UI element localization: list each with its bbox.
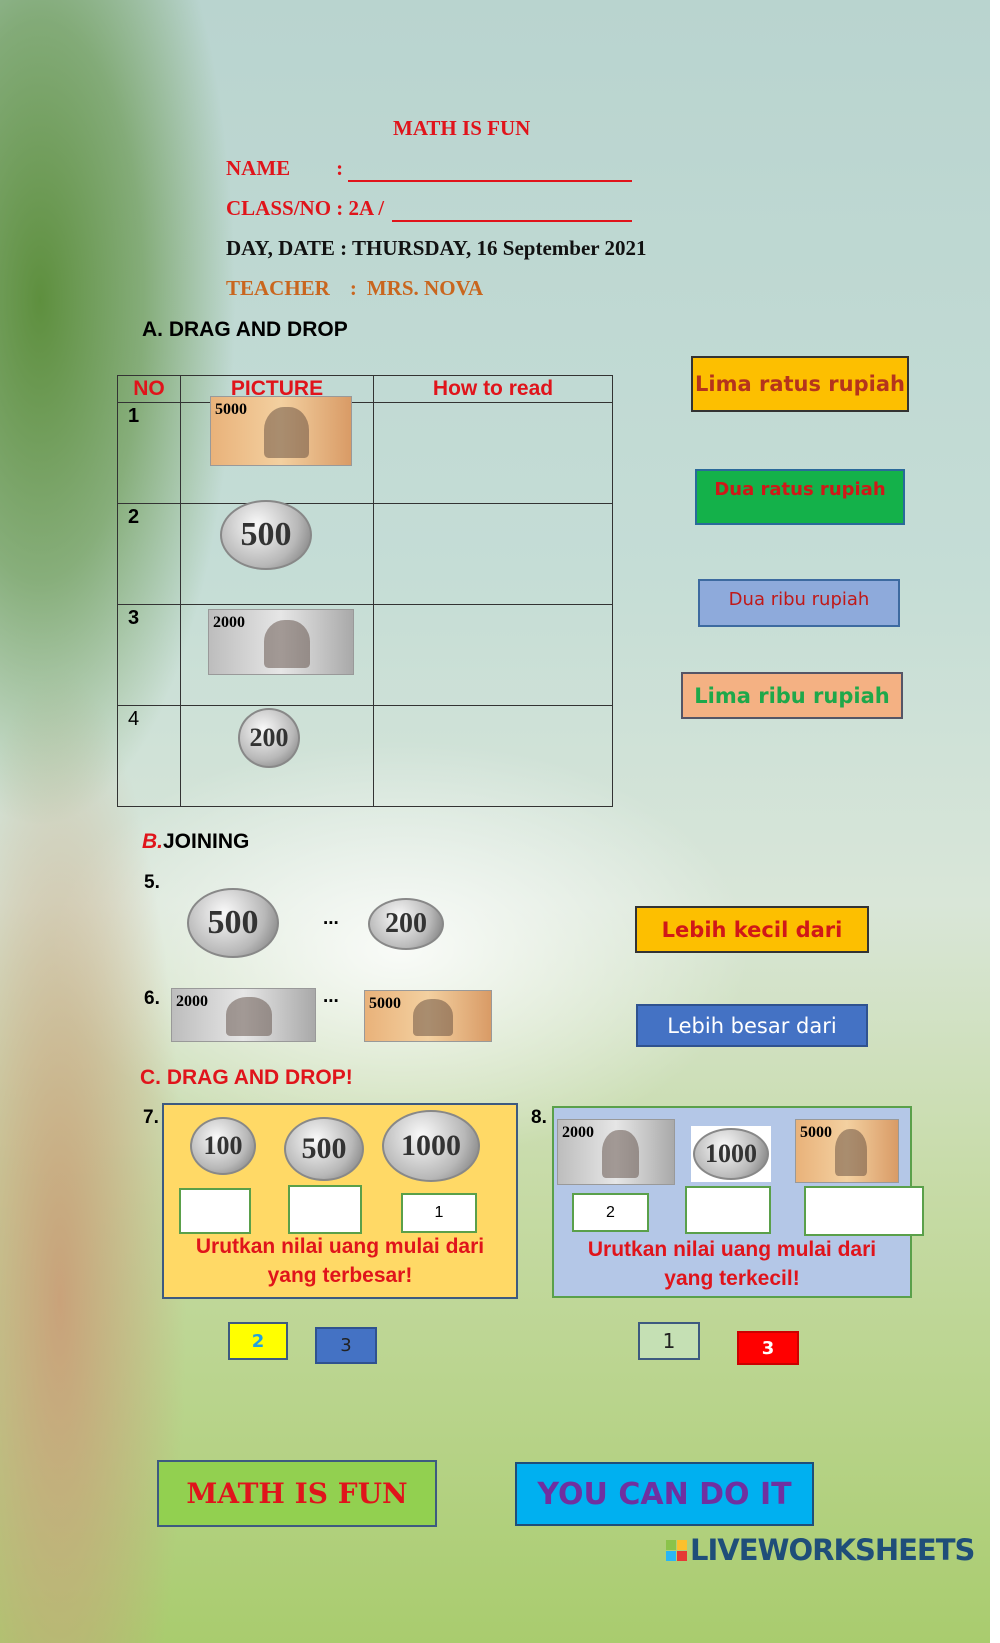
class-label: CLASS/NO : 2A / (226, 196, 385, 220)
banknote-5000: 5000 (795, 1119, 899, 1183)
q6-number: 6. (144, 988, 160, 1009)
coin-1000: 1000 (693, 1128, 769, 1180)
row-no: 4 (117, 705, 181, 807)
teacher-label: TEACHER: MRS. NOVA (226, 276, 483, 301)
note-value: 2000 (562, 1124, 594, 1141)
note-value: 2000 (176, 993, 208, 1010)
note-value: 5000 (800, 1124, 832, 1141)
q7-number: 7. (143, 1107, 159, 1128)
name-field[interactable] (348, 160, 632, 182)
q5-number: 5. (144, 872, 160, 893)
tile-1[interactable]: 1 (638, 1322, 700, 1360)
banknote-5000: 5000 (210, 396, 352, 466)
option-dua-ratus[interactable]: Dua ratus rupiah (695, 469, 905, 525)
order-drop-zone[interactable]: 2 (572, 1193, 649, 1232)
logo-icon (666, 1539, 687, 1561)
coin-1000: 1000 (382, 1110, 480, 1182)
order-drop-zone[interactable] (685, 1186, 771, 1234)
drop-zone[interactable] (373, 503, 613, 605)
line: yang terkecil! (664, 1267, 800, 1290)
banknote-2000: 2000 (557, 1119, 675, 1185)
page-title: MATH IS FUN (393, 116, 531, 140)
coin-500: 500 (220, 500, 312, 570)
brand-text: LIVEWORKSHEETS (690, 1533, 975, 1567)
letter: B. (142, 830, 163, 853)
order-drop-zone[interactable] (179, 1188, 251, 1234)
line: Urutkan nilai uang mulai dari (587, 1238, 877, 1261)
teacher-text: TEACHER (226, 276, 330, 300)
math-is-fun-banner: MATH IS FUN (157, 1460, 437, 1527)
colon: : (336, 156, 344, 180)
section-a-title: A. DRAG AND DROP (142, 318, 348, 342)
title: JOINING (163, 830, 250, 853)
drop-zone[interactable] (373, 402, 613, 504)
line: yang terbesar! (267, 1264, 413, 1287)
title: DRAG AND DROP (168, 318, 348, 341)
tile-3-red[interactable]: 3 (737, 1331, 799, 1365)
teacher-name: MRS. NOVA (366, 276, 484, 300)
date-label: DAY, DATE : THURSDAY, 16 September 2021 (226, 236, 647, 260)
section-c-title: C. DRAG AND DROP! (140, 1066, 353, 1089)
portrait-icon (264, 407, 309, 459)
col-how-to-read: How to read (373, 375, 613, 403)
portrait-icon (412, 998, 454, 1036)
option-dua-ribu[interactable]: Dua ribu rupiah (698, 579, 900, 627)
banknote-2000: 2000 (171, 988, 316, 1042)
col-no: NO (117, 375, 181, 403)
row-no: 1 (117, 402, 181, 504)
option-lima-ratus[interactable]: Lima ratus rupiah (691, 356, 909, 412)
comparison-drop-zone[interactable]: ... (323, 986, 339, 1007)
portrait-icon (226, 996, 273, 1036)
option-lebih-kecil[interactable]: Lebih kecil dari (635, 906, 869, 953)
q8-number: 8. (531, 1107, 547, 1128)
portrait-icon (834, 1129, 868, 1176)
q8-instruction: Urutkan nilai uang mulai dari yang terkec… (555, 1235, 909, 1293)
comparison-drop-zone[interactable]: ... (323, 908, 339, 929)
banknote-5000: 5000 (364, 990, 492, 1042)
row-no: 2 (117, 503, 181, 605)
option-lebih-besar[interactable]: Lebih besar dari (636, 1004, 868, 1047)
class-no-field[interactable] (392, 200, 632, 222)
order-drop-zone[interactable] (804, 1186, 924, 1236)
note-value: 5000 (369, 995, 401, 1012)
option-lima-ribu[interactable]: Lima ribu rupiah (681, 672, 903, 719)
colon: : (349, 276, 357, 300)
coin-100: 100 (190, 1117, 256, 1175)
tile-3[interactable]: 3 (315, 1327, 377, 1364)
you-can-do-it-banner: YOU CAN DO IT (515, 1462, 814, 1526)
line: Urutkan nilai uang mulai dari (195, 1235, 485, 1258)
name-label-text: NAME (226, 156, 291, 180)
drop-zone[interactable] (373, 604, 613, 706)
order-drop-zone[interactable] (288, 1185, 362, 1234)
coin-500: 500 (187, 888, 279, 958)
order-drop-zone[interactable]: 1 (401, 1193, 477, 1233)
q7-instruction: Urutkan nilai uang mulai dari yang terbes… (165, 1232, 515, 1290)
coin-200: 200 (238, 708, 300, 768)
coin-500: 500 (284, 1117, 364, 1181)
drop-zone[interactable] (373, 705, 613, 807)
letter: A. (142, 318, 163, 341)
liveworksheets-logo: LIVEWORKSHEETS (666, 1533, 975, 1567)
coin-200: 200 (368, 898, 444, 950)
row-no: 3 (117, 604, 181, 706)
note-value: 5000 (215, 401, 247, 418)
name-label: NAME: (226, 156, 343, 181)
note-value: 2000 (213, 614, 245, 631)
banknote-2000: 2000 (208, 609, 354, 675)
portrait-icon (263, 619, 310, 668)
tile-2[interactable]: 2 (228, 1322, 288, 1360)
portrait-icon (602, 1129, 640, 1178)
section-b-title: B.JOINING (142, 830, 249, 854)
